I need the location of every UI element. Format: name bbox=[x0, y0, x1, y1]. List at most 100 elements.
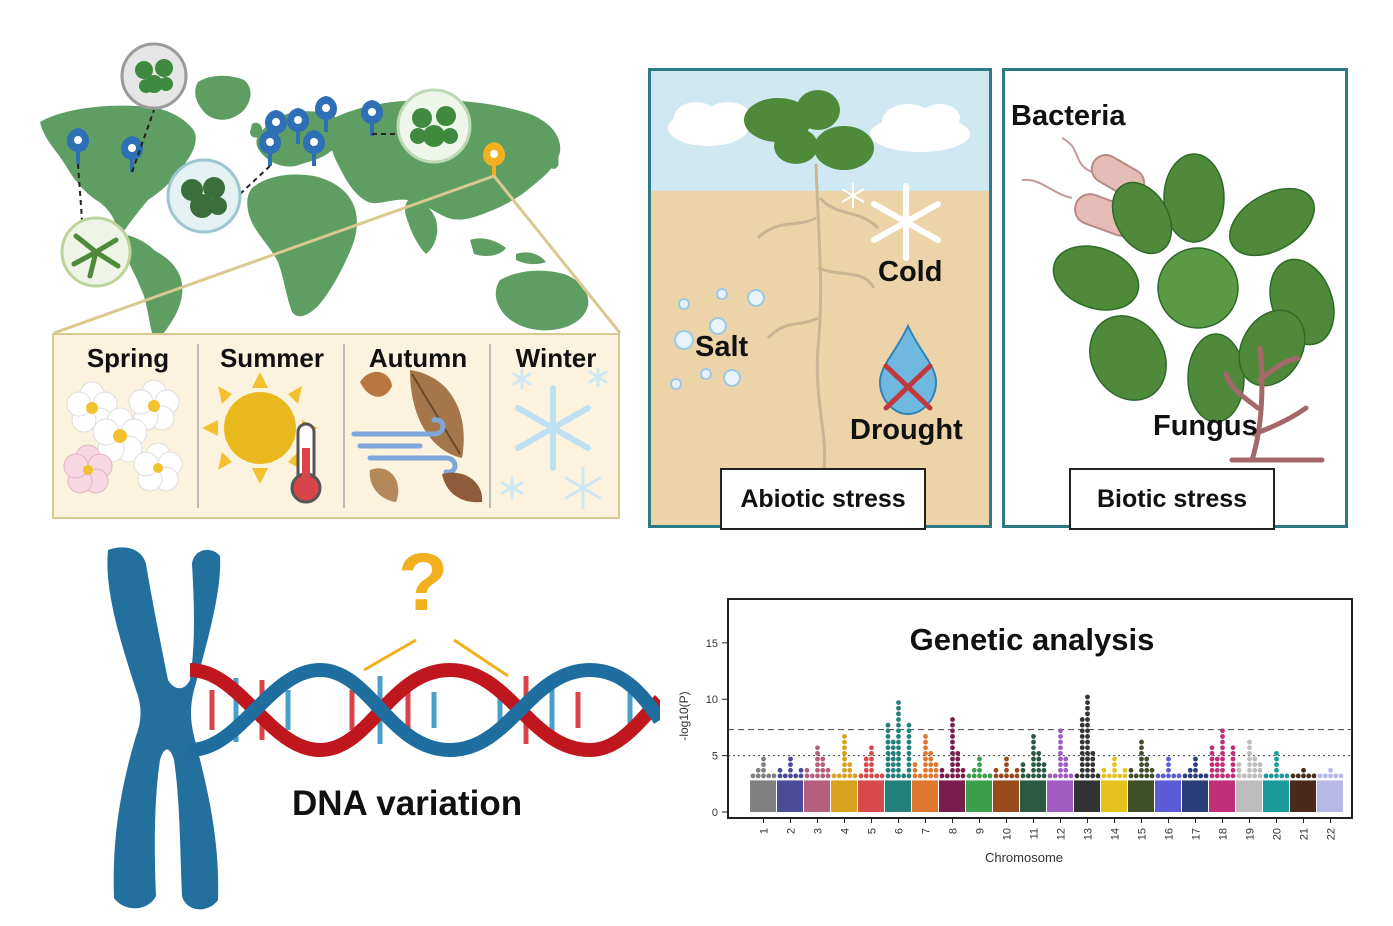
snp-point bbox=[923, 750, 928, 756]
snp-point bbox=[836, 773, 842, 779]
snp-point bbox=[815, 767, 820, 773]
snp-point bbox=[906, 767, 912, 773]
snp-point bbox=[896, 734, 901, 739]
snp-point bbox=[1041, 762, 1047, 768]
snp-point bbox=[1333, 773, 1339, 779]
snp-point bbox=[1085, 762, 1090, 768]
snp-point bbox=[1047, 773, 1053, 779]
snp-point bbox=[890, 762, 896, 768]
snp-point bbox=[950, 717, 955, 722]
season-spring-label: Spring bbox=[86, 343, 170, 373]
snp-point bbox=[1274, 773, 1279, 779]
snp-point bbox=[1166, 762, 1171, 768]
snp-point bbox=[1193, 762, 1198, 768]
snp-point bbox=[950, 722, 955, 728]
snp-point bbox=[1079, 756, 1085, 762]
snp-point bbox=[950, 767, 955, 773]
snp-point bbox=[1085, 722, 1090, 728]
snp-point bbox=[815, 750, 820, 756]
snp-point bbox=[1139, 767, 1144, 773]
snp-point bbox=[1079, 734, 1085, 739]
x-tick-label: 7 bbox=[921, 828, 933, 834]
snp-point bbox=[820, 773, 826, 779]
snp-point bbox=[1095, 773, 1101, 779]
snp-point bbox=[1090, 750, 1096, 756]
x-tick-label: 8 bbox=[948, 828, 960, 834]
snp-point bbox=[1036, 767, 1042, 773]
snp-point bbox=[955, 762, 961, 768]
snp-point bbox=[1058, 728, 1063, 734]
snp-point bbox=[906, 756, 912, 762]
season-divider bbox=[197, 344, 199, 508]
snp-point bbox=[1085, 694, 1090, 700]
snp-point bbox=[874, 773, 880, 779]
snp-point bbox=[939, 773, 945, 779]
snp-point bbox=[923, 756, 928, 762]
snp-point bbox=[1101, 767, 1107, 773]
snp-point bbox=[977, 773, 982, 779]
snp-point bbox=[885, 728, 891, 734]
snp-point bbox=[1328, 767, 1333, 773]
chromosome-band-10 bbox=[993, 780, 1019, 812]
snp-point bbox=[1155, 773, 1161, 779]
snp-point bbox=[858, 773, 864, 779]
snp-point bbox=[977, 756, 982, 762]
season-divider bbox=[343, 344, 345, 508]
snp-point bbox=[1025, 773, 1031, 779]
x-tick-label: 1 bbox=[759, 828, 771, 834]
x-tick-label: 15 bbox=[1137, 828, 1149, 840]
snp-point bbox=[847, 773, 853, 779]
snp-point bbox=[1063, 756, 1069, 762]
snp-point bbox=[1252, 756, 1258, 762]
snp-point bbox=[1214, 767, 1220, 773]
snp-point bbox=[1144, 762, 1150, 768]
snp-point bbox=[863, 773, 869, 779]
snp-point bbox=[923, 767, 928, 773]
y-tick-label: 10 bbox=[706, 694, 718, 706]
snp-point bbox=[944, 773, 950, 779]
snp-point bbox=[1247, 745, 1252, 751]
chromosome-band-14 bbox=[1101, 780, 1127, 812]
chromosome-band-18 bbox=[1209, 780, 1235, 812]
snp-point bbox=[906, 762, 912, 768]
snp-point bbox=[933, 773, 939, 779]
snp-point bbox=[977, 762, 982, 768]
x-tick-label: 22 bbox=[1326, 828, 1338, 840]
snp-point bbox=[771, 773, 777, 779]
snp-point bbox=[1014, 773, 1020, 779]
snp-point bbox=[1112, 773, 1117, 779]
snp-point bbox=[1079, 773, 1085, 779]
snp-point bbox=[1301, 767, 1306, 773]
snp-point bbox=[1214, 762, 1220, 768]
snp-point bbox=[1317, 773, 1323, 779]
drought-label: Drought bbox=[850, 414, 963, 446]
snp-point bbox=[885, 739, 891, 745]
x-tick-label: 13 bbox=[1083, 828, 1095, 840]
snp-point bbox=[1236, 773, 1242, 779]
snp-point bbox=[1220, 745, 1225, 751]
snp-point bbox=[896, 750, 901, 756]
snp-point bbox=[1036, 773, 1042, 779]
manhattan-plot: Genetic analysis Chromosome -log10(P) 05… bbox=[677, 598, 1353, 865]
snp-point bbox=[896, 728, 901, 734]
snp-point bbox=[1171, 773, 1177, 779]
location-pins bbox=[67, 95, 505, 178]
snp-point bbox=[1301, 773, 1306, 779]
chromosome-icon bbox=[107, 547, 221, 910]
snp-point bbox=[1139, 739, 1144, 745]
snp-point bbox=[1193, 756, 1198, 762]
snp-point bbox=[1306, 773, 1312, 779]
snp-point bbox=[1139, 762, 1144, 768]
snp-point bbox=[863, 756, 869, 762]
snp-point bbox=[847, 767, 853, 773]
snp-point bbox=[923, 773, 928, 779]
snp-point bbox=[1160, 773, 1166, 779]
snp-point bbox=[1128, 773, 1134, 779]
snp-point bbox=[1230, 750, 1236, 756]
snp-point bbox=[912, 767, 918, 773]
snp-point bbox=[1036, 756, 1042, 762]
snp-point bbox=[788, 762, 793, 768]
snp-point bbox=[1144, 773, 1150, 779]
snp-point bbox=[798, 773, 804, 779]
salt-bubbles bbox=[670, 288, 765, 390]
